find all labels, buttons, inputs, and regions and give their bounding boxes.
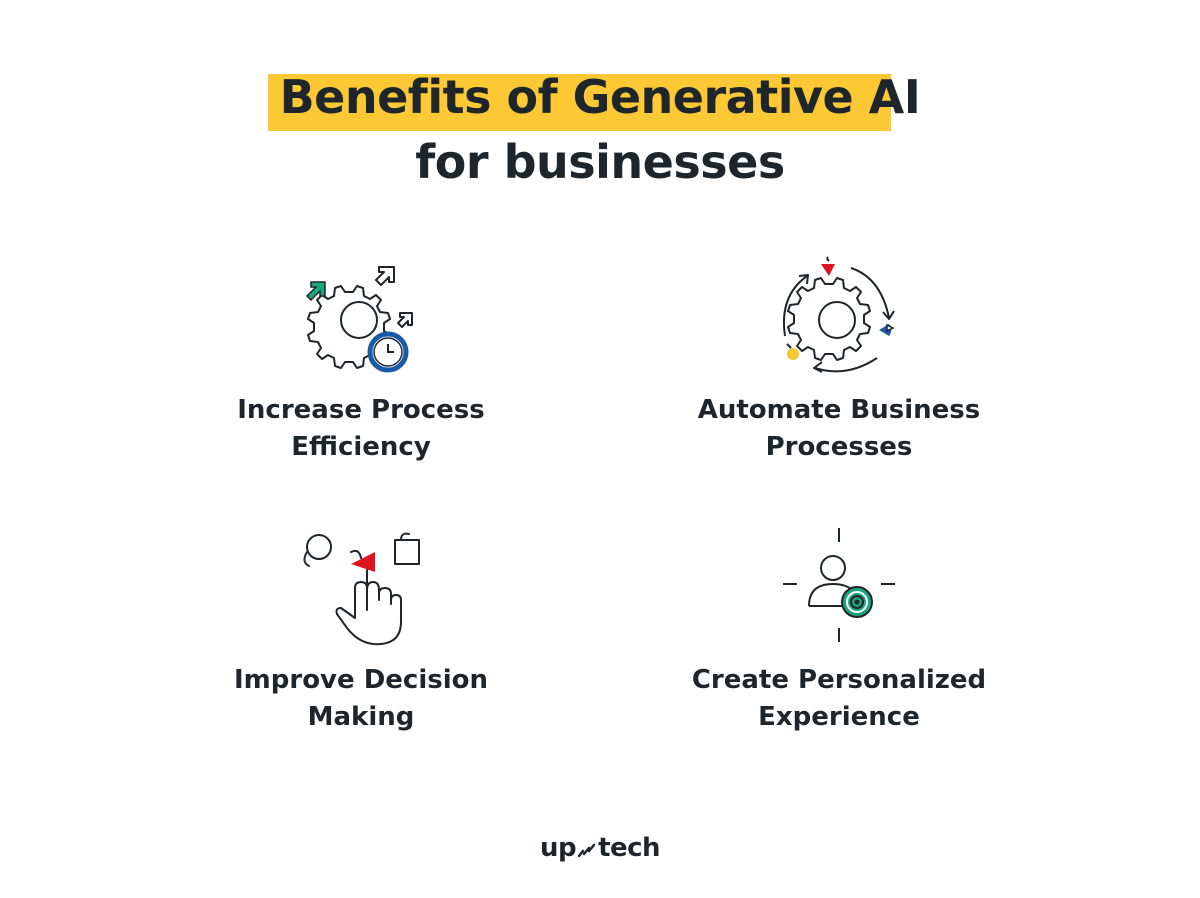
- page-title-line1: Benefits of Generative AI: [279, 70, 921, 124]
- hand-pointer-choice-icon: [303, 532, 420, 646]
- gear-clock-arrows-icon: [305, 266, 413, 373]
- benefit-label-line1: Create Personalized: [691, 665, 987, 695]
- benefit-card-personalized-experience: Create Personalized Experience: [639, 520, 1039, 736]
- benefit-label-line2: Experience: [758, 702, 920, 732]
- user-target-icon: [783, 528, 895, 642]
- benefit-label-line2: Processes: [765, 432, 913, 462]
- title-highlight: [268, 74, 891, 131]
- logo-text-left: up: [539, 833, 577, 863]
- benefit-card-decision-making: Improve Decision Making: [161, 520, 561, 736]
- logo-mark-icon: [577, 843, 596, 858]
- benefit-label-line2: Making: [307, 702, 415, 732]
- benefit-label-line2: Efficiency: [291, 432, 431, 462]
- benefit-card-process-efficiency: Increase Process Efficiency: [161, 250, 561, 466]
- page-title-line2: for businesses: [415, 135, 785, 189]
- logo-text-right: tech: [598, 833, 661, 863]
- gear-cycle-icon: [783, 256, 895, 373]
- benefit-label-line1: Increase Process: [237, 395, 485, 425]
- benefit-card-automate-processes: Automate Business Processes: [639, 250, 1039, 466]
- benefit-label-line1: Automate Business: [697, 395, 981, 425]
- benefit-label-line1: Improve Decision: [234, 665, 488, 695]
